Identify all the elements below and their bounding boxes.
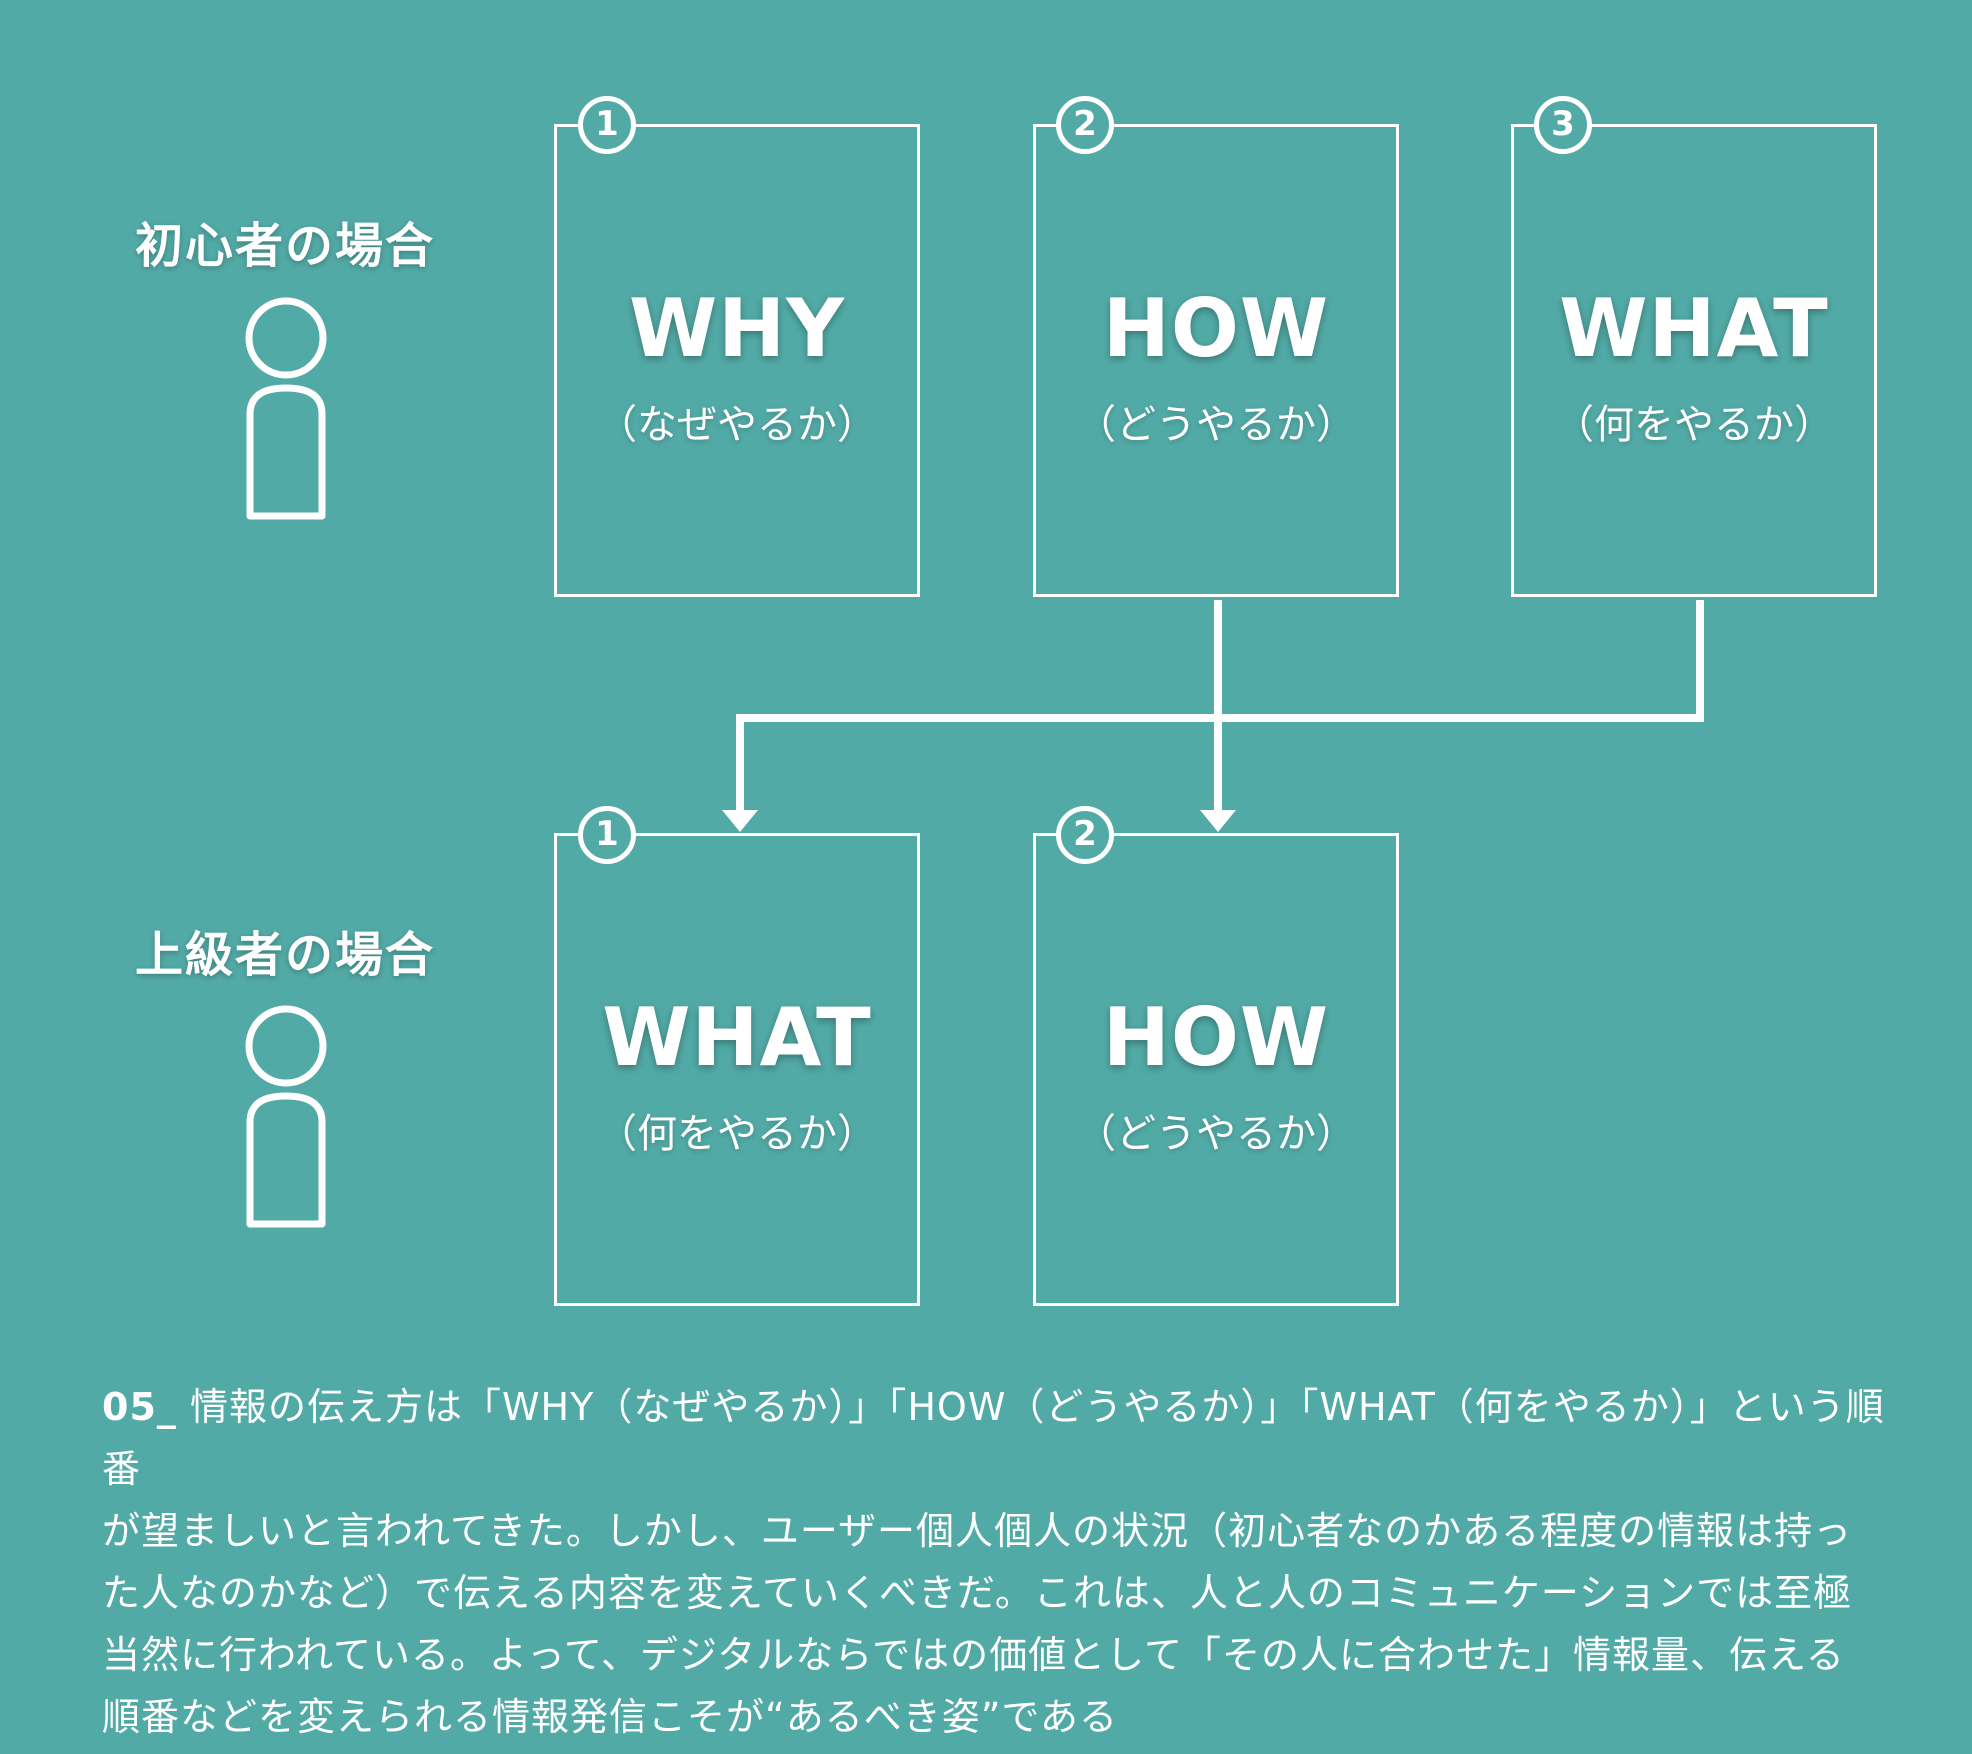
what-connector-line (736, 600, 1704, 811)
beginner-label: 初心者の場合 (134, 218, 435, 274)
card-subtitle: （どうやるか） (1076, 402, 1356, 448)
card-subtitle: （何をやるか） (597, 1111, 877, 1157)
caption-line: 順番などを変えられる情報発信こそが“あるべき姿”である (102, 1695, 1118, 1739)
caption-number: 05_ (102, 1385, 177, 1429)
card-subtitle: （なぜやるか） (597, 402, 877, 448)
card-title: HOW (1102, 991, 1330, 1084)
advanced-step-what-card: WHAT （何をやるか） (554, 833, 920, 1306)
step-number-badge: 3 (1534, 96, 1592, 154)
advanced-person-icon (240, 1004, 332, 1230)
advanced-step-how-card: HOW （どうやるか） (1033, 833, 1399, 1306)
caption-line: が望ましいと言われてきた。しかし、ユーザー個人個人の状況（初心者なのかある程度の… (102, 1509, 1853, 1553)
beginner-step-what-card: WHAT （何をやるか） (1511, 124, 1877, 597)
caption-line: た人なのかなど）で伝える内容を変えていくべきだ。これは、人と人のコミュニケーショ… (102, 1571, 1853, 1615)
card-subtitle: （どうやるか） (1076, 1111, 1356, 1157)
card-title: WHAT (602, 991, 872, 1084)
card-title: WHAT (1559, 282, 1829, 375)
caption-line-text: 情報の伝え方は「WHY（なぜやるか）」「HOW（どうやるか）」「WHAT（何をや… (102, 1385, 1885, 1491)
card-subtitle: （何をやるか） (1554, 402, 1834, 448)
advanced-label: 上級者の場合 (134, 927, 435, 983)
caption-line: 05_ 情報の伝え方は「WHY（なぜやるか）」「HOW（どうやるか）」「WHAT… (102, 1376, 1902, 1500)
beginner-step-why-card: WHY （なぜやるか） (554, 124, 920, 597)
step-number-badge: 1 (578, 806, 636, 864)
card-title: WHY (628, 282, 846, 375)
beginner-person-icon (240, 296, 332, 522)
card-title: HOW (1102, 282, 1330, 375)
arrow-down-icon (1200, 810, 1236, 832)
step-number-badge: 2 (1056, 96, 1114, 154)
step-number-badge: 1 (578, 96, 636, 154)
caption-line: 当然に行われている。よって、デジタルならではの価値として「その人に合わせた」情報… (102, 1633, 1845, 1677)
step-number-badge: 2 (1056, 806, 1114, 864)
figure-caption: 05_ 情報の伝え方は「WHY（なぜやるか）」「HOW（どうやるか）」「WHAT… (102, 1376, 1902, 1748)
beginner-step-how-card: HOW （どうやるか） (1033, 124, 1399, 597)
arrow-down-icon (722, 810, 758, 832)
